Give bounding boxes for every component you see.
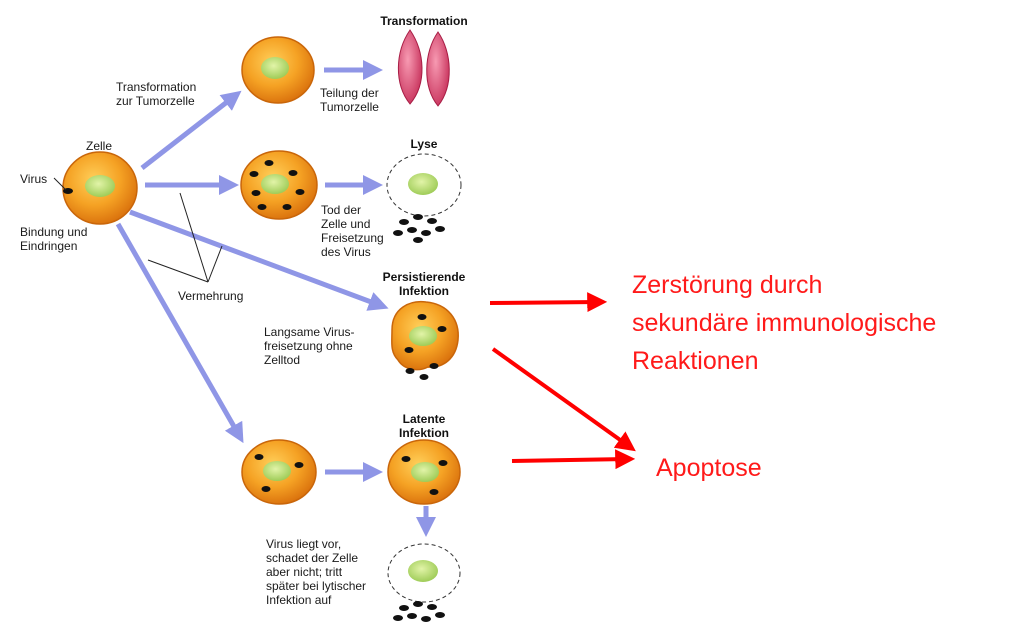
tod-label: Tod der Zelle und Freisetzung des Virus xyxy=(321,203,384,259)
teilung-label: Teilung der Tumorzelle xyxy=(320,86,379,114)
highlight-arrows xyxy=(489,292,636,470)
transformation-header: Transformation xyxy=(380,14,468,28)
arrow-to-latent-cell xyxy=(115,222,244,444)
slow-release-virus-icon xyxy=(405,363,439,380)
langsame-label: Langsame Virus- freisetzung ohne Zelltod xyxy=(264,325,355,367)
released-virus-particles-icon xyxy=(393,214,445,243)
latente-header: Latente Infektion xyxy=(399,412,449,440)
bindung-label: Bindung und Eindringen xyxy=(20,225,88,253)
tumor-cell-icon xyxy=(397,29,450,107)
latent-infected-cell-icon xyxy=(387,439,461,505)
lysed-cell-icon xyxy=(386,153,462,217)
virus-pointer xyxy=(53,177,67,191)
vermehrung-pointer xyxy=(147,192,223,283)
arrow-to-transformation xyxy=(140,90,242,170)
infected-cell-icon xyxy=(240,150,318,220)
zelle-label: Zelle xyxy=(86,139,113,153)
arrow-latent-to-apoptosis xyxy=(511,449,636,470)
later-released-virus-icon xyxy=(393,601,445,622)
arrow-persistent-to-destruction xyxy=(489,292,608,313)
virus-liegt-label: Virus liegt vor, schadet der Zelle aber … xyxy=(266,537,367,607)
latent-path-cell-icon xyxy=(241,439,317,505)
virus-label: Virus xyxy=(20,172,48,186)
persistierende-header: Persistierende Infektion xyxy=(382,270,466,298)
zerstoerung-annotation: Zerstörung durch sekundäre immunologisch… xyxy=(632,271,937,375)
flow-arrows xyxy=(115,60,436,538)
transforming-cell-icon xyxy=(241,36,315,104)
later-lysed-cell-icon xyxy=(387,543,461,603)
host-cell-icon xyxy=(62,151,138,225)
arrow-to-persistent xyxy=(129,209,389,311)
arrow-persistent-to-apoptosis xyxy=(491,347,636,452)
lyse-header: Lyse xyxy=(410,137,438,151)
transformation-zur-tumorzelle-label: Transformation zur Tumorzelle xyxy=(116,80,197,108)
apoptose-annotation: Apoptose xyxy=(656,454,762,482)
persistent-infected-cell-icon xyxy=(391,300,459,371)
vermehrung-label: Vermehrung xyxy=(178,289,244,303)
